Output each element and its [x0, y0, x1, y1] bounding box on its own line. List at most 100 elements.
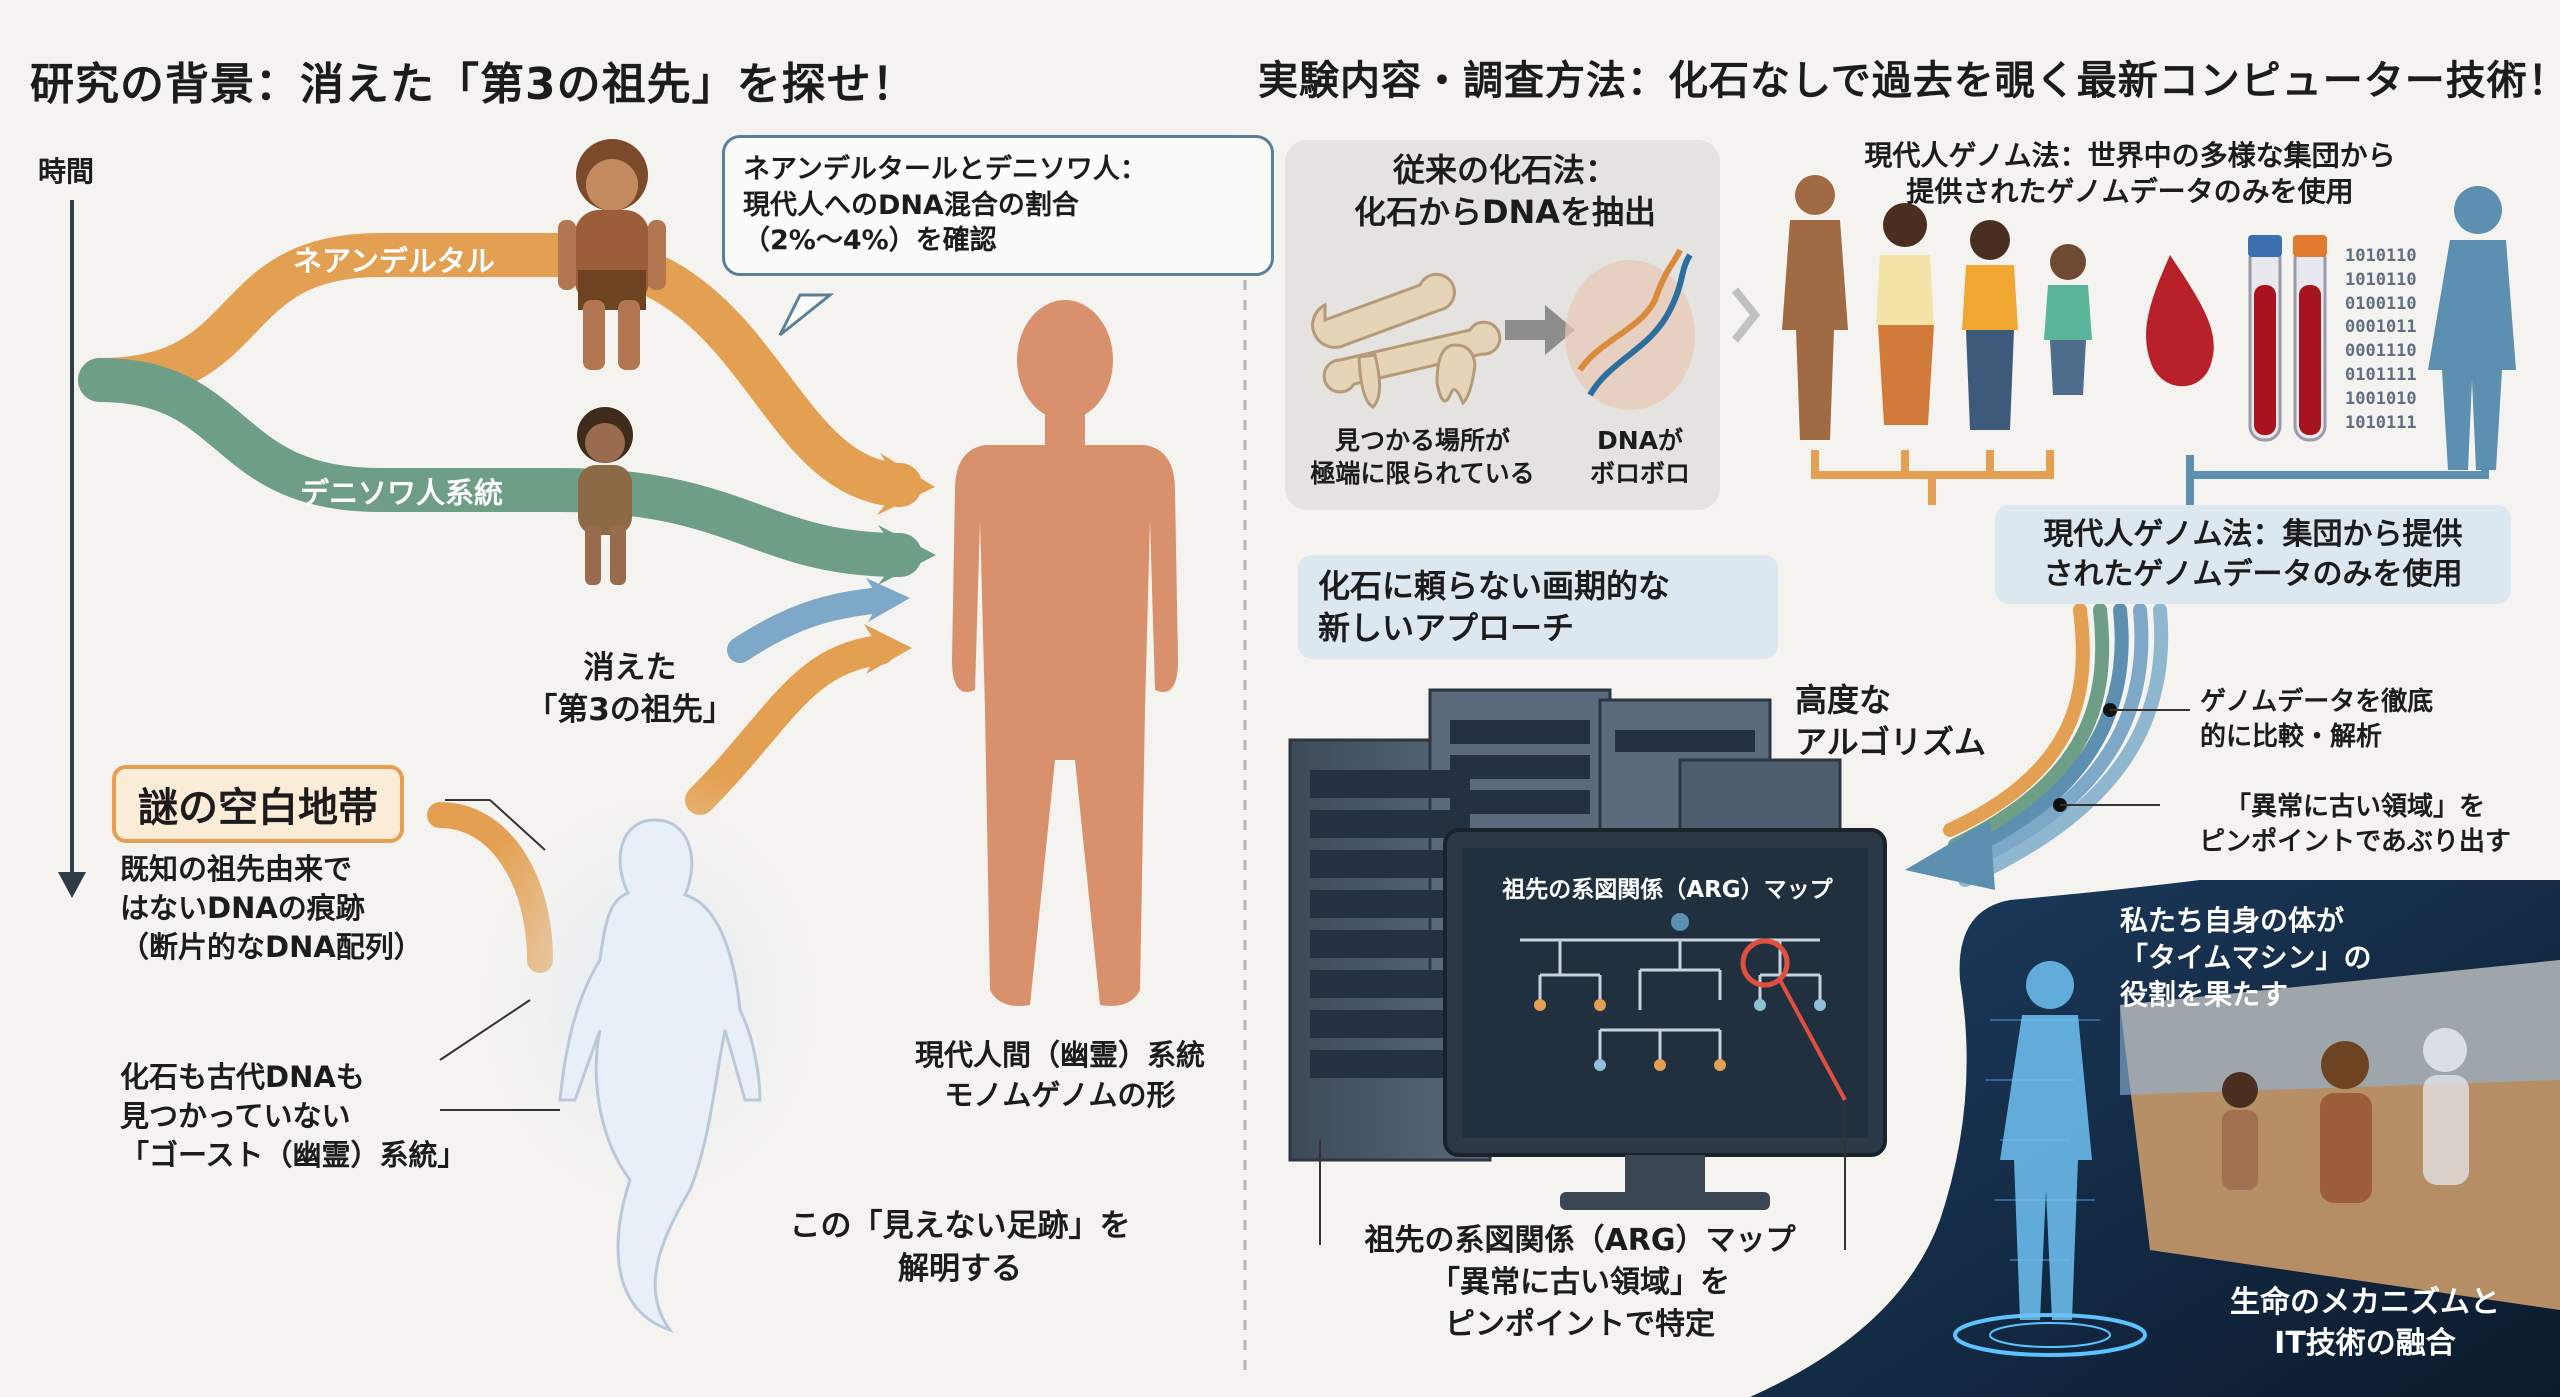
- compare-analyze-label: ゲノムデータを徹底 的に比較・解析: [2200, 685, 2433, 755]
- bone-icon: [1311, 272, 1502, 409]
- third-ancestor-line: 「第3の祖先」: [526, 691, 734, 728]
- compare-line: ゲノムデータを徹底: [2200, 687, 2434, 717]
- third-ancestor-label: 消えた 「第3の祖先」: [500, 648, 760, 732]
- dna-issue-line: ボロボロ: [1589, 458, 1690, 488]
- dna-degradation-issue: DNAが ボロボロ: [1570, 425, 1710, 490]
- genome-header-line: 現代人ゲノム法：世界中の多様な集団から: [1864, 139, 2396, 172]
- ghost-blue-stream: [727, 587, 893, 663]
- digital-human-silhouette: [2428, 186, 2516, 470]
- fusion-line: IT技術の融合: [2274, 1325, 2456, 1361]
- callout-line: （2%〜4%）を確認: [743, 225, 997, 257]
- mystery-desc-line: （断片的なDNA配列）: [120, 930, 423, 965]
- genome-method-header: 現代人ゲノム法：世界中の多様な集団から 提供されたゲノムデータのみを使用: [1770, 138, 2490, 211]
- fossil-location-issue: 見つかる場所が 極端に限られている: [1290, 425, 1555, 490]
- left-section-title: 研究の背景：消えた「第3の祖先」を探せ！: [30, 59, 917, 110]
- fossil-issue-line: 極端に限られている: [1310, 458, 1535, 488]
- dna-issue-line: DNAが: [1596, 426, 1684, 455]
- arg-caption-line: 祖先の系図関係（ARG）マップ: [1364, 1223, 1796, 1258]
- neanderthal-label: ネアンデルタル: [293, 244, 495, 278]
- modern-population-figures: [1782, 175, 2092, 440]
- fossil-method-label: 従来の化石法： 化石からDNAを抽出: [1290, 150, 1720, 233]
- binary-line: 1010110: [2345, 269, 2417, 290]
- screen-title: 祖先の系図関係（ARG）マップ: [1502, 877, 1833, 903]
- callout-line: ネアンデルタールとデニソワ人：: [743, 154, 1147, 185]
- neanderthal-figure: [558, 139, 666, 370]
- third-ancestor-line: 消えた: [583, 650, 677, 686]
- holographic-human-figure: [2000, 961, 2092, 1320]
- algorithm-label: 高度な アルゴリズム: [1795, 680, 1986, 763]
- right-section-title: 実験内容・調査方法：化石なしで過去を覗く最新コンピューター技術！: [1258, 58, 2560, 104]
- denisovan-stream: [78, 358, 922, 577]
- monitor: [1443, 828, 1887, 1210]
- genome-box-line: 現代人ゲノム法：集団から提供: [2043, 517, 2463, 552]
- binary-line: 0001110: [2345, 341, 2417, 362]
- modern-human-figure: [952, 300, 1178, 1006]
- mystery-desc-line: はないDNAの痕跡: [120, 891, 365, 926]
- time-machine-line: 役割を果たす: [2120, 977, 2289, 1011]
- new-approach-box: 化石に頼らない画期的な 新しいアプローチ: [1298, 555, 1778, 660]
- ghost-description: 化石も古代DNAも 見つかっていない 「ゴースト（幽霊）系統」: [120, 1058, 467, 1175]
- fossil-method-line: 従来の化石法：: [1392, 151, 1617, 189]
- time-axis-arrowhead: [58, 872, 86, 898]
- fossil-issue-line: 見つかる場所が: [1334, 426, 1510, 455]
- fossil-method-line: 化石からDNAを抽出: [1353, 192, 1657, 231]
- binary-line: 1001010: [2345, 388, 2417, 409]
- ghost-orange-stream: [685, 635, 895, 815]
- fusion-text: 生命のメカニズムと IT技術の融合: [2190, 1283, 2540, 1364]
- approach-line: 新しいアプローチ: [1318, 609, 1575, 648]
- binary-line: 0101111: [2345, 364, 2417, 385]
- compare-line: 的に比較・解析: [2200, 722, 2383, 753]
- ghost-figure: [450, 760, 850, 1333]
- fusion-line: 生命のメカニズムと: [2230, 1285, 2500, 1320]
- callout-line: 現代人へのDNA混合の割合: [743, 189, 1079, 221]
- binary-line: 0001011: [2345, 317, 2417, 338]
- ghost-desc-line: 「ゴースト（幽霊）系統」: [120, 1138, 467, 1173]
- dna-mixing-callout: ネアンデルタールとデニソワ人： 現代人へのDNA混合の割合 （2%〜4%）を確認: [722, 135, 1274, 276]
- mystery-description: 既知の祖先由来で はないDNAの痕跡 （断片的なDNA配列）: [120, 850, 423, 967]
- mystery-desc-line: 既知の祖先由来で: [120, 852, 353, 886]
- ghost-desc-line: 見つかっていない: [120, 1099, 351, 1134]
- arg-caption-line: 「異常に古い領域」を: [1430, 1265, 1730, 1300]
- invisible-footprint-text: この「見えない足跡」を 解明する: [760, 1205, 1160, 1292]
- time-machine-text: 私たち自身の体が 「タイムマシン」の 役割を果たす: [2120, 903, 2371, 1014]
- modern-label-line: モノムゲノムの形: [944, 1078, 1176, 1113]
- ancestor-figures: [2222, 1028, 2469, 1203]
- mystery-zone-box: 謎の空白地帯: [112, 765, 404, 843]
- ghost-desc-line: 化石も古代DNAも: [120, 1060, 365, 1094]
- neanderthal-arrowhead: [877, 453, 935, 515]
- arg-caption-line: ピンポイントで特定: [1445, 1307, 1715, 1342]
- dna-helix-icon: [1577, 248, 1693, 397]
- fossil-arrow: [1505, 305, 1575, 355]
- pinpoint-line: ピンポイントであぶり出す: [2199, 827, 2511, 858]
- approach-line: 化石に頼らない画期的な: [1318, 567, 1671, 605]
- genome-box-line: されたゲノムデータのみを使用: [2043, 556, 2463, 592]
- arg-tree-graphic: [1520, 938, 1822, 1060]
- modern-label-line: 現代人間（幽霊）系統: [914, 1038, 1205, 1072]
- blood-drop-icon: [2146, 255, 2214, 387]
- test-tube-icons: [2248, 235, 2327, 442]
- denisovan-figure: [577, 407, 633, 585]
- time-axis-label: 時間: [38, 155, 95, 188]
- fossil-panel: [1285, 140, 1720, 510]
- time-machine-line: 私たち自身の体が: [2120, 904, 2345, 937]
- algorithm-line: 高度な: [1795, 681, 1892, 719]
- pinpoint-line: 「異常に古い領域」を: [2224, 792, 2485, 822]
- modern-human-label: 現代人間（幽霊）系統 モノムゲノムの形: [880, 1035, 1240, 1115]
- anomaly-marker: [1740, 938, 1790, 988]
- genome-header-line: 提供されたゲノムデータのみを使用: [1906, 175, 2354, 209]
- arg-map-caption: 祖先の系図関係（ARG）マップ 「異常に古い領域」を ピンポイントで特定: [1330, 1220, 1830, 1346]
- footprint-line: この「見えない足跡」を: [789, 1208, 1131, 1244]
- binary-line: 1010111: [2345, 412, 2417, 433]
- denisovan-label: デニソワ人系統: [300, 476, 504, 510]
- genome-method-box: 現代人ゲノム法：集団から提供 されたゲノムデータのみを使用: [1995, 505, 2511, 605]
- footprint-line: 解明する: [898, 1251, 1022, 1288]
- denisovan-arrowhead: [878, 525, 936, 585]
- pinpoint-extract-label: 「異常に古い領域」を ピンポイントであぶり出す: [2165, 790, 2545, 860]
- data-stream-arrowhead: [1905, 820, 1995, 890]
- binary-data-block: 1010110 1010110 0100110 0001011 0001110 …: [2345, 245, 2417, 435]
- time-machine-line: 「タイムマシン」の: [2120, 940, 2372, 974]
- algorithm-line: アルゴリズム: [1795, 722, 1987, 761]
- data-streams: [1943, 603, 2169, 887]
- binary-line: 0100110: [2345, 293, 2417, 314]
